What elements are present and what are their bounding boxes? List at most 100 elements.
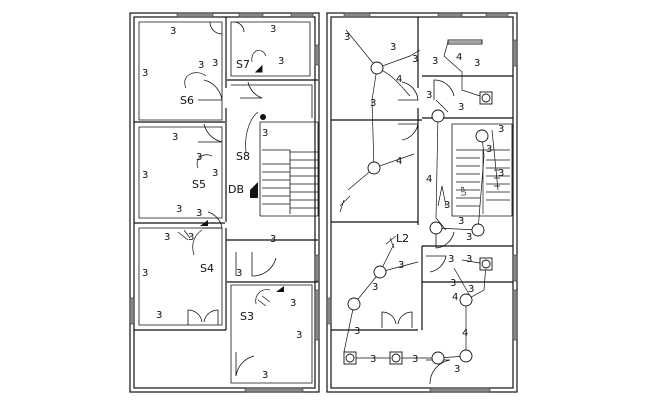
wire (371, 67, 378, 169)
door (398, 123, 419, 141)
window (314, 289, 320, 341)
wire (192, 229, 203, 256)
wire-count: 3 (398, 260, 404, 271)
switch-label: S5 (192, 178, 206, 191)
door (198, 79, 223, 101)
switch-label: S3 (240, 310, 254, 323)
wire-count: 3 (142, 268, 148, 279)
wire-count: 3 (466, 232, 472, 243)
wire (435, 99, 449, 113)
switch-label: S6 (180, 94, 194, 107)
left-floor-plan: S6 S7 S8 S5 S4 S3 DB 3 3 3 3 3 3 3 3 3 3… (129, 12, 320, 393)
light-point-icon (431, 351, 445, 365)
wire-count: 4 (456, 52, 462, 63)
light-point-icon (373, 265, 387, 279)
wire-count: 3 (236, 268, 242, 279)
wire-count: 3 (196, 208, 202, 219)
light-point-icon (347, 297, 361, 311)
wire-count: 3 (212, 58, 218, 69)
wire (465, 263, 487, 356)
window (244, 387, 304, 393)
wire-count: 3 (212, 168, 218, 179)
light-point-icon (475, 129, 489, 143)
stair-direction-note: UP (460, 187, 468, 196)
wire (257, 295, 271, 307)
door (235, 352, 255, 377)
wire-count: 3 (458, 102, 464, 113)
wire-count: 3 (432, 56, 438, 67)
wire (461, 72, 487, 99)
wire-count: 3 (188, 232, 194, 243)
door (435, 228, 455, 249)
wire (345, 29, 421, 69)
window (485, 12, 509, 18)
wire (453, 267, 471, 297)
switch-label: S8 (236, 150, 250, 163)
staircase (259, 121, 319, 217)
door (426, 255, 447, 273)
wall-lamp-icon (339, 195, 351, 213)
window (512, 39, 518, 67)
wire (245, 111, 259, 153)
light-point-icon (431, 109, 445, 123)
wire-count: 3 (458, 216, 464, 227)
light-point-icon (429, 221, 443, 235)
wire (477, 135, 485, 231)
window (429, 387, 491, 393)
right-floor-plan: UP (326, 12, 518, 393)
wire-count: 3 (390, 42, 396, 53)
wire-count: 3 (262, 128, 268, 139)
wire-count: 3 (170, 26, 176, 37)
wire-count: 3 (454, 364, 460, 375)
wire-count: 3 (172, 132, 178, 143)
room-wall (138, 126, 223, 219)
wire-count: 3 (448, 254, 454, 265)
fan-point-icon (345, 353, 355, 363)
window (290, 12, 314, 18)
door (187, 309, 219, 325)
wire (435, 227, 479, 231)
wire (443, 41, 463, 73)
room-wall (230, 21, 311, 77)
socket-icon (494, 169, 500, 187)
wire-count: 3 (466, 254, 472, 265)
wire (435, 115, 447, 231)
window (314, 254, 320, 282)
window (512, 289, 518, 341)
wire-count: 3 (278, 56, 284, 67)
window (512, 254, 518, 282)
window (238, 12, 264, 18)
wire (184, 72, 207, 89)
window (343, 12, 371, 18)
wire-count: 3 (474, 58, 480, 69)
light-point-icon (370, 61, 384, 75)
wall-lamp-icon (385, 235, 397, 249)
wire-count: 3 (270, 234, 276, 245)
room-wall (138, 21, 223, 121)
wire (343, 243, 395, 353)
window (326, 297, 332, 325)
left-outer-wall (129, 12, 320, 393)
room-wall (230, 284, 313, 384)
db-notch (250, 182, 258, 190)
wire-count: 4 (462, 328, 468, 339)
wire-count: 3 (444, 200, 450, 211)
wire-count: 4 (396, 156, 402, 167)
fan-point-icon (391, 353, 401, 363)
wire-count: 4 (426, 174, 432, 185)
door (198, 123, 223, 143)
window (314, 44, 320, 66)
lighting-label: L2 (396, 232, 409, 245)
left-inner-wall (133, 16, 316, 389)
wire-count: 3 (176, 204, 182, 215)
wire-count: 3 (290, 298, 296, 309)
switch-label: S4 (200, 262, 214, 275)
door (398, 81, 419, 101)
wire-count: 3 (156, 310, 162, 321)
wall-lamp-icon (437, 185, 447, 207)
wire-count: 3 (498, 124, 504, 135)
wire-count: 3 (468, 284, 474, 295)
light-point-icon (459, 293, 473, 307)
wire-count: 3 (262, 370, 268, 381)
